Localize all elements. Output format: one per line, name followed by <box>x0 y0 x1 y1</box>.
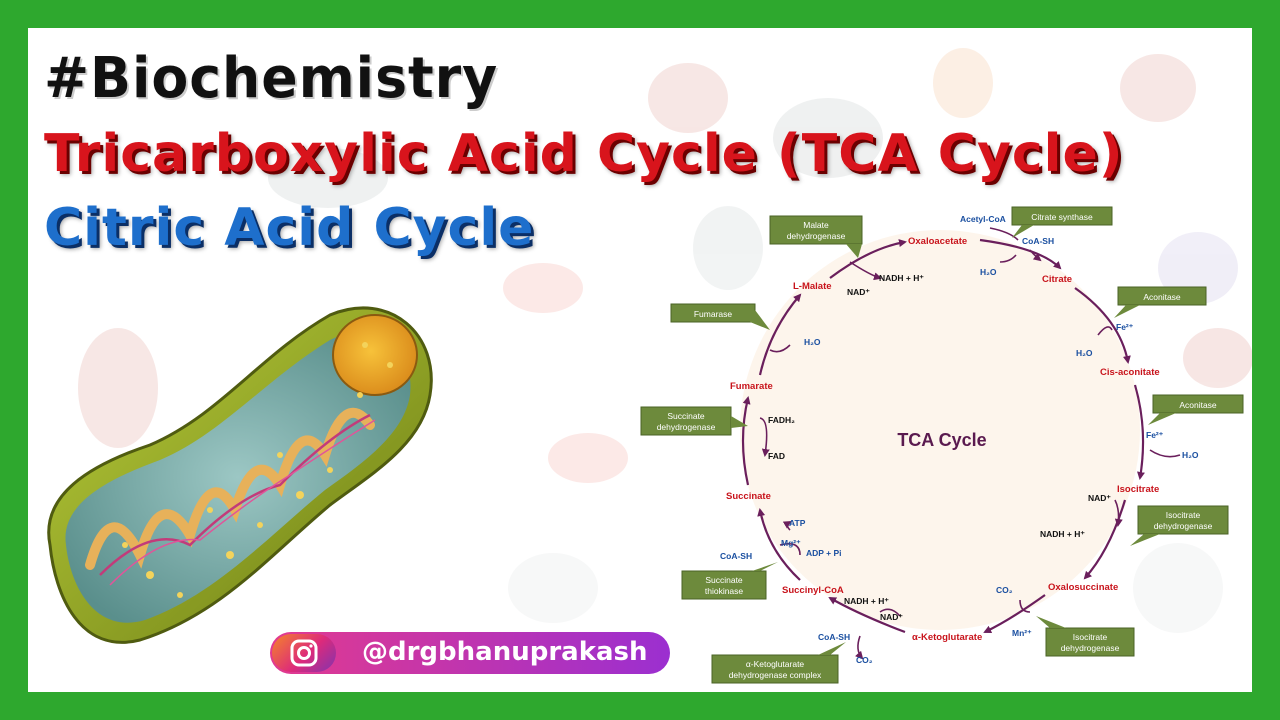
handle-pill <box>270 632 670 674</box>
faded-anatomy-background <box>78 48 1252 633</box>
instagram-handle-banner[interactable]: @drgbhanuprakash <box>270 632 670 674</box>
hashtag-title: #Biochemistry <box>44 46 499 111</box>
instagram-icon[interactable] <box>272 634 336 672</box>
handle-text: @drgbhanuprakash <box>362 637 648 667</box>
mitochondrion-illustration <box>47 306 433 644</box>
main-title: Tricarboxylic Acid Cycle (TCA Cycle) <box>44 124 1124 184</box>
subtitle: Citric Acid Cycle <box>44 198 535 258</box>
